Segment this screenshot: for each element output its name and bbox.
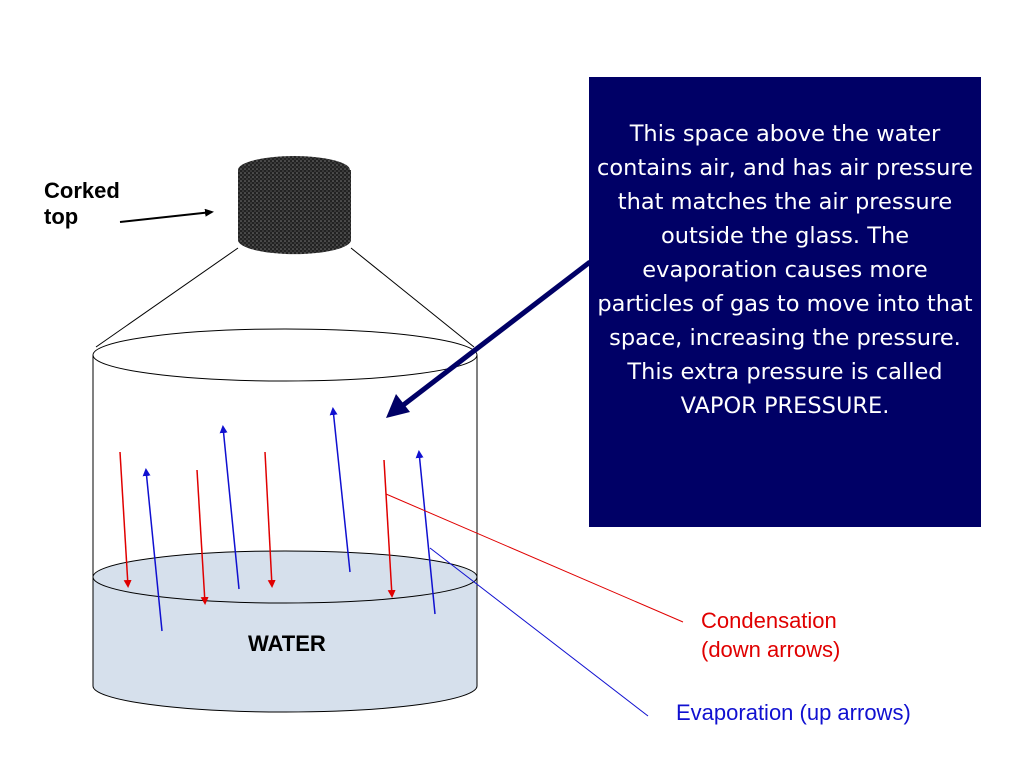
up-arrow bbox=[415, 450, 436, 615]
condensation-leader-line bbox=[385, 493, 684, 623]
down-arrow bbox=[264, 451, 276, 588]
down-arrow bbox=[383, 459, 396, 598]
info-pointer-arrow bbox=[386, 260, 592, 418]
down-arrow bbox=[119, 451, 132, 588]
glass-jar bbox=[92, 247, 478, 713]
corked-top-label: Corked top bbox=[44, 178, 154, 230]
up-arrow bbox=[219, 425, 240, 590]
cork bbox=[238, 156, 351, 255]
down-arrow bbox=[196, 469, 209, 605]
evaporation-leader-line bbox=[429, 547, 649, 717]
info-box-emphasis: VAPOR PRESSURE. bbox=[680, 393, 890, 419]
condensation-arrows bbox=[119, 451, 396, 605]
water-label: WATER bbox=[248, 631, 326, 656]
condensation-label: Condensation (down arrows) bbox=[701, 606, 840, 664]
corked-top-label-line1: Corked bbox=[44, 178, 120, 203]
water-body bbox=[92, 550, 478, 712]
condensation-label-line1: Condensation bbox=[701, 608, 837, 633]
condensation-label-line2: (down arrows) bbox=[701, 637, 841, 662]
info-box-text: This space above the water contains air,… bbox=[596, 121, 974, 385]
evaporation-label: Evaporation (up arrows) bbox=[676, 700, 911, 725]
corked-top-label-line2: top bbox=[44, 204, 79, 229]
corked-top-arrow bbox=[119, 208, 214, 223]
vapor-pressure-info-box: This space above the water contains air,… bbox=[589, 77, 981, 527]
evaporation-arrows bbox=[142, 407, 436, 632]
up-arrow bbox=[142, 468, 163, 632]
up-arrow bbox=[329, 407, 351, 573]
